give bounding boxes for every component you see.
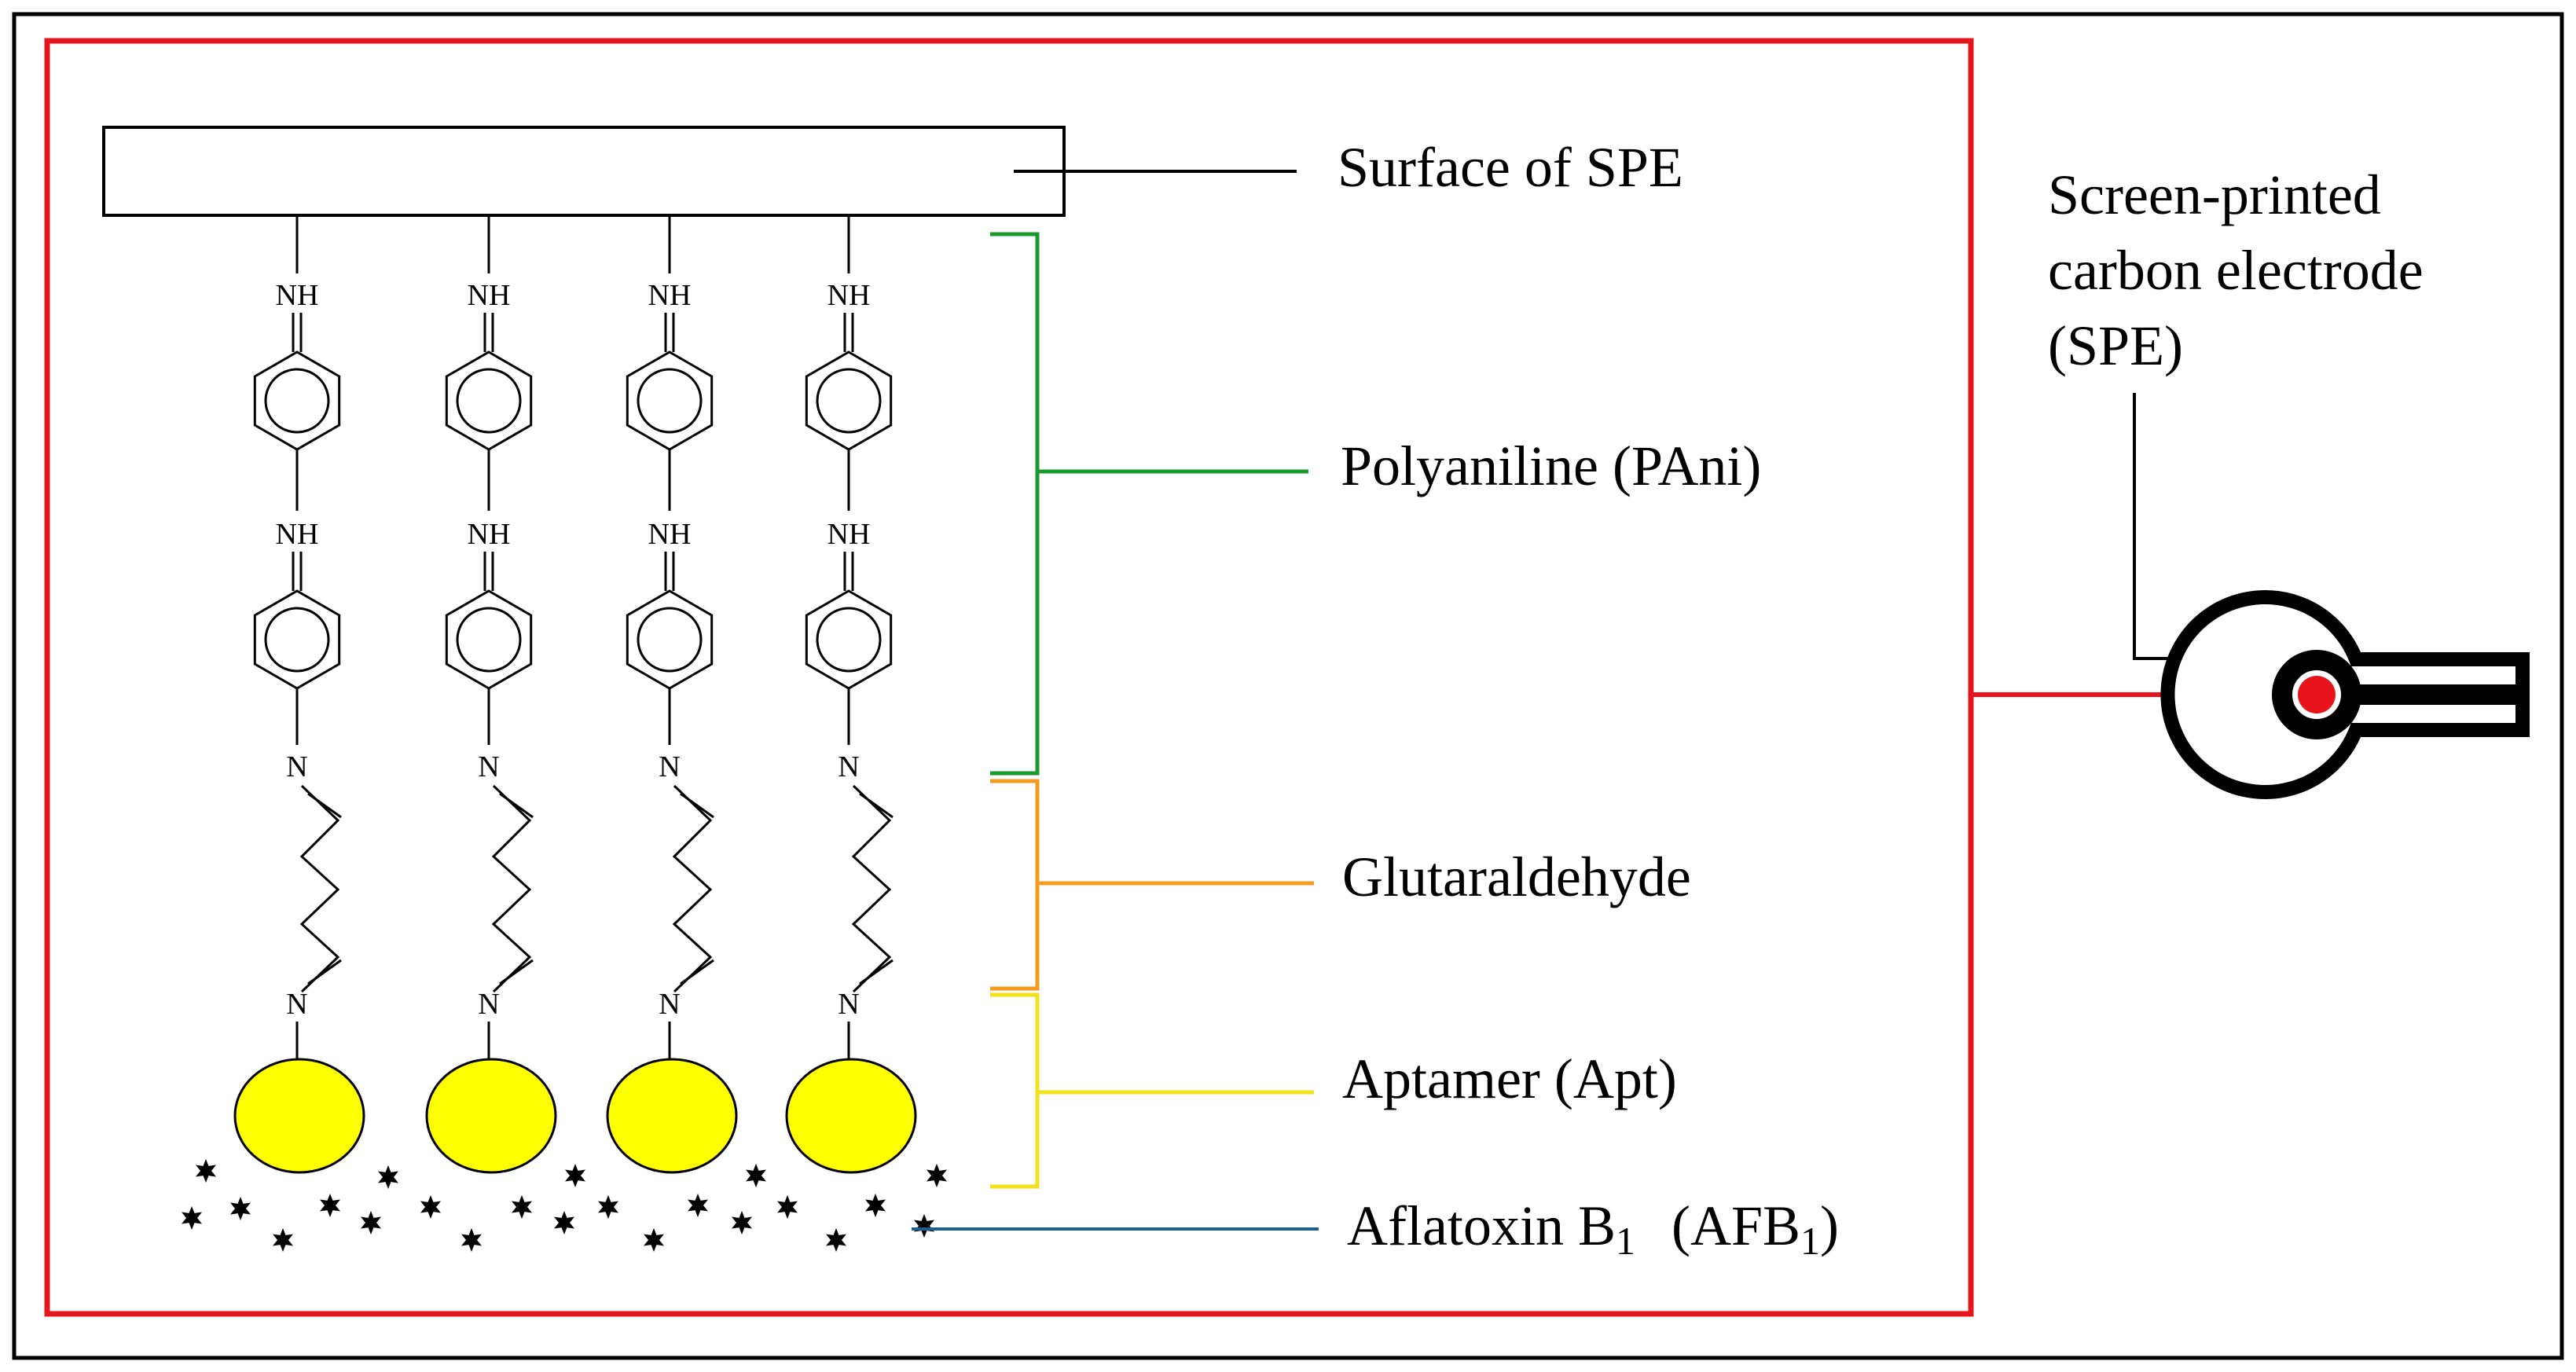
electrode-icon [2160, 590, 2530, 799]
aflatoxin-molecule [361, 1211, 381, 1234]
aflatoxin-molecule [598, 1195, 618, 1219]
aflatoxin-molecule [826, 1228, 846, 1252]
glutaraldehyde-chain [851, 784, 892, 993]
benzene-ring [445, 589, 533, 690]
benzene-ring [626, 350, 714, 451]
aromatic-circle [456, 368, 522, 434]
polyaniline-bracket [990, 232, 1308, 776]
aflatoxin-molecule [230, 1197, 251, 1220]
aflatoxin-molecule [777, 1195, 798, 1219]
imine-nitrogen-label: N [838, 750, 859, 783]
chain-1: NH NH N N [233, 215, 365, 1174]
aromatic-circle [456, 607, 522, 673]
aptamer-bead [785, 1058, 917, 1174]
benzene-ring [445, 350, 533, 451]
aflatoxin-molecule [378, 1165, 398, 1189]
aflatoxin-molecule [461, 1228, 482, 1252]
aflatoxin-molecule [865, 1194, 886, 1217]
aflatoxin-molecule [565, 1164, 585, 1187]
aflatoxin-molecule [320, 1194, 340, 1217]
aromatic-circle [264, 368, 330, 434]
imine-nitrogen-label: N [659, 988, 680, 1021]
aptamer-bead [606, 1058, 738, 1174]
amine-group-label: NH [468, 279, 511, 312]
glutaraldehyde-label: Glutaraldehyde [1342, 846, 1691, 908]
aflatoxin-molecule [688, 1194, 708, 1217]
aflatoxin-molecule [746, 1164, 766, 1187]
electrode-working-dot [2298, 676, 2336, 714]
aromatic-circle [816, 368, 882, 434]
glutaraldehyde-chain [299, 784, 340, 993]
amine-group-label: NH [468, 518, 511, 551]
aflatoxin-molecule [732, 1211, 752, 1234]
aromatic-circle [637, 607, 703, 673]
aptamer-bead [233, 1058, 365, 1174]
glutaraldehyde-bracket [990, 779, 1314, 991]
aromatic-circle [637, 368, 703, 434]
aromatic-circle [816, 607, 882, 673]
aflatoxin-molecule [644, 1228, 664, 1252]
benzene-ring [253, 350, 341, 451]
aromatic-circle [264, 607, 330, 673]
benzene-ring [253, 589, 341, 690]
spe-surface-bar [102, 126, 1066, 217]
aptamer-label: Aptamer (Apt) [1342, 1047, 1677, 1110]
double-bond-line [680, 792, 714, 819]
imine-nitrogen-label: N [478, 988, 499, 1021]
double-bond-line [680, 959, 714, 985]
amine-group-label: NH [827, 518, 871, 551]
chain-3: NH NH N N [606, 215, 738, 1174]
aflatoxin-molecule [914, 1214, 934, 1238]
spe-title-line1: Screen-printed [2048, 163, 2381, 226]
imine-nitrogen-label: N [659, 750, 680, 783]
double-bond-line [307, 959, 342, 985]
aflatoxin-molecule [512, 1195, 532, 1219]
aflatoxin-abbreviation-subscript: 1 [1800, 1219, 1820, 1263]
chain-2: NH NH N N [425, 215, 557, 1174]
aflatoxin-molecule [182, 1206, 202, 1230]
aflatoxin-subscript: 1 [1616, 1219, 1635, 1263]
amine-group-label: NH [276, 518, 319, 551]
imine-nitrogen-label: N [286, 988, 307, 1021]
aflatoxin-abbreviation-close: ) [1820, 1194, 1839, 1257]
molecule-chains: NH NH N N NH NH N N NH NH N N NH NH N N [182, 215, 947, 1252]
imine-nitrogen-label: N [478, 750, 499, 783]
aflatoxin-molecule [420, 1195, 441, 1219]
aflatoxin-name: Aflatoxin B [1347, 1194, 1616, 1257]
imine-nitrogen-label: N [286, 750, 307, 783]
aflatoxin-molecule [273, 1228, 293, 1252]
polyaniline-label: Polyaniline (PAni) [1341, 435, 1761, 497]
aptamer-bracket [990, 992, 1314, 1189]
aflatoxin-molecule [927, 1164, 947, 1187]
glutaraldehyde-chain [672, 784, 713, 993]
spe-title-line2: carbon electrode [2048, 239, 2424, 302]
aflatoxin-label: Aflatoxin B1(AFB1) [1347, 1194, 1839, 1263]
surface-label: Surface of SPE [1338, 136, 1683, 199]
amine-group-label: NH [276, 279, 319, 312]
double-bond-line [859, 959, 894, 985]
aptamer-bead [425, 1058, 557, 1174]
inner-frame [44, 38, 1974, 1317]
amine-group-label: NH [827, 279, 871, 312]
benzene-ring [805, 350, 893, 451]
imine-nitrogen-label: N [838, 988, 859, 1021]
aflatoxin-molecule [196, 1159, 216, 1183]
aflatoxin-abbreviation: (AFB [1671, 1194, 1800, 1257]
glutaraldehyde-chain [491, 784, 532, 993]
double-bond-line [307, 792, 342, 819]
benzene-ring [626, 589, 714, 690]
double-bond-line [859, 792, 894, 819]
outer-frame [12, 12, 2564, 1360]
amine-group-label: NH [648, 518, 692, 551]
double-bond-line [499, 959, 534, 985]
double-bond-line [499, 792, 534, 819]
aflatoxin-molecule [554, 1211, 574, 1234]
chain-4: NH NH N N [785, 215, 917, 1174]
benzene-ring [805, 589, 893, 690]
amine-group-label: NH [648, 279, 692, 312]
spe-title-line3: (SPE) [2048, 314, 2183, 377]
